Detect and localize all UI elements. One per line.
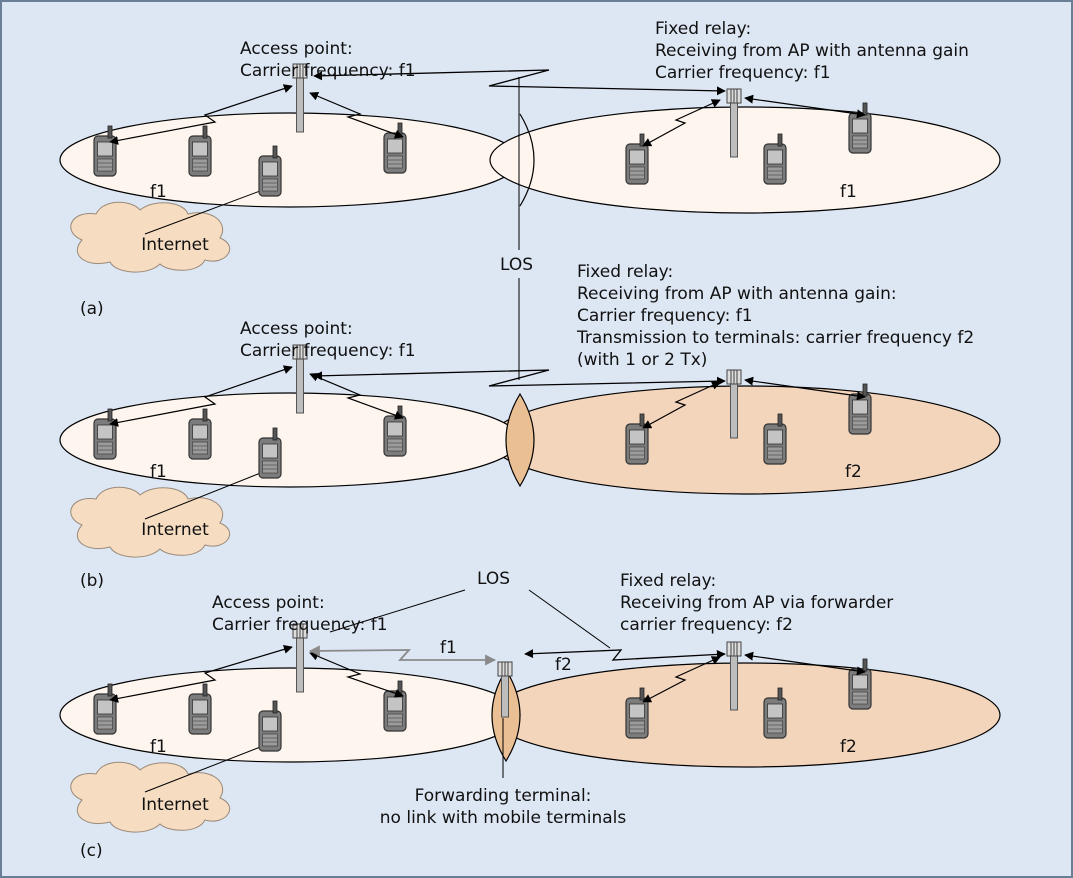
- cell-freq-right-c: f2: [840, 737, 857, 757]
- svg-text:Forwarding terminal:: Forwarding terminal:: [415, 786, 592, 806]
- cell-right-a: [489, 106, 1001, 214]
- internet-label-b: Internet: [141, 520, 209, 540]
- internet-label-c: Internet: [141, 795, 209, 815]
- cell-freq-left-b: f1: [150, 462, 167, 482]
- svg-text:Carrier frequency: f1: Carrier frequency: f1: [240, 61, 416, 81]
- cell-freq-right-b: f2: [845, 462, 862, 482]
- forwarding-terminal-annotation: Forwarding terminal: no link with mobile…: [380, 718, 627, 828]
- panel-c: Internet f1 f2 f1 f2 LOS Access point: C: [59, 569, 1001, 861]
- svg-text:Carrier frequency: f1: Carrier frequency: f1: [212, 615, 388, 635]
- svg-text:no link with mobile terminals: no link with mobile terminals: [380, 808, 627, 828]
- svg-text:Fixed relay:: Fixed relay:: [620, 571, 716, 591]
- svg-text:Carrier frequency: f1: Carrier frequency: f1: [577, 306, 753, 326]
- relay-annotation-c: Fixed relay: Receiving from AP via forwa…: [620, 571, 893, 635]
- svg-text:Transmission to terminals: car: Transmission to terminals: carrier frequ…: [576, 328, 974, 348]
- los-a-b: LOS: [500, 77, 533, 380]
- cell-left-a: [59, 112, 521, 208]
- svg-text:carrier frequency: f2: carrier frequency: f2: [620, 615, 793, 635]
- cell-left-b: [59, 392, 521, 488]
- svg-text:Access point:: Access point:: [212, 593, 325, 613]
- access-point-annotation-a: Access point: Carrier frequency: f1: [240, 39, 416, 81]
- svg-text:Fixed relay:: Fixed relay:: [577, 262, 673, 282]
- svg-text:Carrier frequency: f1: Carrier frequency: f1: [655, 63, 831, 83]
- panel-label-c: (c): [80, 841, 103, 861]
- cell-freq-right-a: f1: [840, 182, 857, 202]
- svg-text:Access point:: Access point:: [240, 319, 353, 339]
- panel-a: Internet f1 f1 Access point: Carrier fre…: [59, 19, 1001, 319]
- cell-right-c: [489, 662, 1001, 768]
- relay-annotation-a: Fixed relay: Receiving from AP with ante…: [655, 19, 969, 83]
- internet-cloud-c: Internet: [70, 761, 231, 833]
- cell-left-c: [59, 667, 521, 763]
- svg-text:Fixed relay:: Fixed relay:: [655, 19, 751, 39]
- cell-right-b: [489, 385, 1001, 495]
- internet-cloud-a: Internet: [70, 201, 231, 273]
- internet-label-a: Internet: [141, 235, 209, 255]
- los-label-ab: LOS: [500, 255, 533, 275]
- panel-label-b: (b): [80, 571, 104, 591]
- link-f2-label-c: f2: [555, 655, 572, 675]
- panel-b: Internet f1 f2 Access point: Carrier fre…: [59, 262, 1001, 591]
- cell-freq-left-c: f1: [150, 737, 167, 757]
- svg-text:Receiving from AP with antenna: Receiving from AP with antenna gain: [655, 41, 969, 61]
- access-point-annotation-b: Access point: Carrier frequency: f1: [240, 319, 416, 361]
- svg-text:(with 1 or 2 Tx): (with 1 or 2 Tx): [577, 350, 707, 370]
- los-label-c: LOS: [477, 569, 510, 589]
- link-f1-label-c: f1: [440, 638, 457, 658]
- svg-text:Receiving from AP via forwarde: Receiving from AP via forwarder: [620, 593, 893, 613]
- los-c: LOS: [329, 569, 611, 649]
- relay-annotation-b: Fixed relay: Receiving from AP with ante…: [576, 262, 974, 370]
- access-point-annotation-c: Access point: Carrier frequency: f1: [212, 593, 388, 635]
- cell-overlap-b: [505, 392, 535, 488]
- svg-text:Carrier frequency: f1: Carrier frequency: f1: [240, 341, 416, 361]
- panel-label-a: (a): [80, 299, 104, 319]
- svg-text:Receiving from AP with antenna: Receiving from AP with antenna gain:: [577, 284, 897, 304]
- cell-freq-left-a: f1: [150, 182, 167, 202]
- svg-text:Access point:: Access point:: [240, 39, 353, 59]
- internet-cloud-b: Internet: [70, 486, 231, 558]
